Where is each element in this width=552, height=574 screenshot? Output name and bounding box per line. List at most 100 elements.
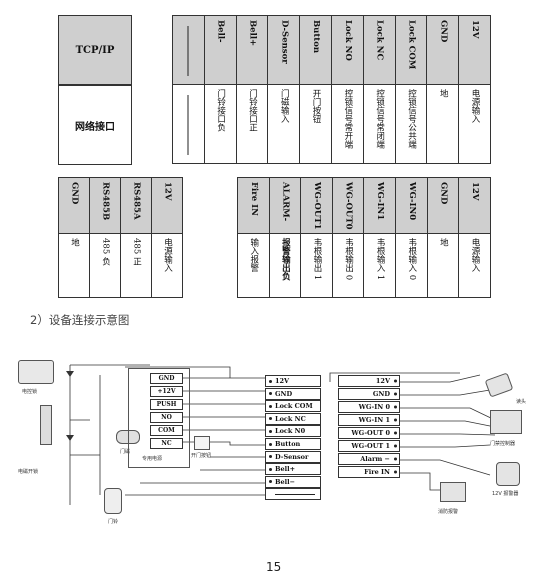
terminal-header: RS485B [89,177,121,234]
terminal-desc-cell: 控锁信号常闭端 [362,84,396,164]
terminal-header: WG-OUT1 [300,177,333,234]
terminal-desc-cell: 地 [426,84,460,164]
terminal-desc-cell: 控锁信号常开端 [331,84,364,164]
network-interface-label: 网络接口 [75,121,115,133]
device-terminal-label: WG-OUT 1 [351,442,390,450]
terminal-header: Lock NC [362,15,396,85]
terminal-name: D-Sensor [279,20,290,64]
terminal-dot [269,404,272,408]
device-terminal: Alarm − [338,453,400,465]
terminal-header: GND [58,177,90,234]
terminal-name: 12V [469,182,480,201]
terminal-desc: 控锁信号常开端 [342,89,353,149]
strike-lock-icon [40,405,52,445]
terminal-dot [394,379,397,383]
terminal-name: WG-IN1 [375,182,386,221]
device-terminal: Lock NC [265,412,321,425]
terminal-dot [394,392,397,396]
terminal-name: Bell+ [247,20,258,47]
terminal-name: WG-OUT0 [343,182,354,230]
strike-label: 电磁开锁 [18,469,39,475]
terminal-desc: 输入报警 [248,238,259,272]
terminal-name: Lock NO [342,20,353,61]
terminal-desc: 韦根输入 1 [375,238,386,281]
terminal-desc: 地 [438,238,449,247]
lock-label: 电控锁 [22,389,38,395]
terminal-name: WG-IN0 [406,182,417,221]
device-terminal: Fire IN [338,466,400,478]
terminal-desc: 韦根输出 1 [311,238,322,281]
device-terminal-label: WG-IN 0 [358,403,390,411]
terminal-dot [269,429,272,433]
terminal-header: 12V [458,15,491,85]
device-terminal-label: Lock NC [275,414,306,423]
fire-alarm-label: 消防报警 [438,509,459,515]
terminal-desc: 地 [69,238,80,247]
terminal-desc: 485 正 [131,238,142,266]
terminal-desc-cell: 门磁输入 [267,84,301,164]
access-controller-label: 门禁控制器 [490,441,516,447]
device-terminal: GND [265,387,321,400]
terminal-desc-cell: 地 [58,233,90,298]
access-controller-icon [490,410,522,434]
device-terminal: Lock N0 [265,425,321,438]
device-terminal: WG-OUT 1 [338,440,400,452]
device-terminal-label: Fire IN [364,468,390,476]
electric-lock-icon [18,360,54,384]
fire-alarm-icon [440,482,466,502]
device-terminal: D-Sensor [265,450,321,463]
terminal-desc: 开门按钮 [311,89,322,123]
terminal-header: 12V [151,177,183,234]
device-terminal: 12V [265,375,321,387]
blank-marker [187,95,189,155]
terminal-name: RS485A [131,182,142,220]
terminal-name: GND [438,182,449,205]
exit-button-icon [194,436,210,450]
device-terminal-label: Lock N0 [275,427,306,436]
terminal-desc: 电源输入 [469,238,480,272]
terminal-header: WG-OUT0 [331,177,365,234]
terminal-header: RS485A [120,177,152,234]
device-terminal: Button [265,438,321,450]
terminal-name: Lock COM [406,20,417,70]
terminal-dot [269,379,272,383]
power-supply-label: 专用电源 [142,456,163,462]
terminal-desc-cell: 485 正 [120,233,152,298]
relay-terminal: NC [150,438,183,449]
blank-marker [187,26,189,76]
terminal-desc-cell: 控锁信号公共端 [394,84,428,164]
terminal-name: WG-OUT1 [311,182,322,230]
terminal-desc: 控锁信号公共端 [406,89,417,149]
device-terminal-label: Button [275,440,301,448]
terminal-dot [269,392,272,396]
relay-terminal: NO [150,412,183,423]
terminal-desc-cell: 韦根输出 1 [300,233,333,298]
terminal-desc-cell: 地 [426,233,460,298]
terminal-name: Bell- [215,20,226,43]
device-terminal-label: Bell+ [275,465,296,474]
card-reader-label: 读头 [516,399,527,405]
terminal-header: Fire IN [237,177,270,234]
device-terminal [265,488,321,501]
terminal-desc: 门铃接口正 [247,89,258,132]
terminal-dot [269,442,272,446]
section-title: 2）设备连接示意图 [30,313,130,327]
terminal-desc-cell: 韦根输出 0 [331,233,365,298]
terminal-dot [394,470,397,474]
device-terminal: WG-IN 0 [338,401,400,413]
device-terminal-label: GND [275,389,293,398]
terminal-name: GND [438,20,449,43]
tcpip-label: TCP/IP [75,44,115,56]
terminal-header: Lock COM [394,15,428,85]
terminal-name: Lock NC [374,20,385,61]
device-terminal-label: D-Sensor [275,452,309,461]
terminal-desc: 电源输入 [162,238,173,272]
tcpip-header: TCP/IP [58,15,132,85]
terminal-header: GND [426,15,460,85]
device-terminal-label: Bell− [275,477,296,486]
terminal-desc-cell: 门铃接口负 [203,84,237,164]
terminal-header: Button [299,15,332,85]
terminal-desc: 门铃接口负 [215,89,226,132]
blank-marker [275,493,315,495]
terminal-header: WG-IN1 [363,177,396,234]
